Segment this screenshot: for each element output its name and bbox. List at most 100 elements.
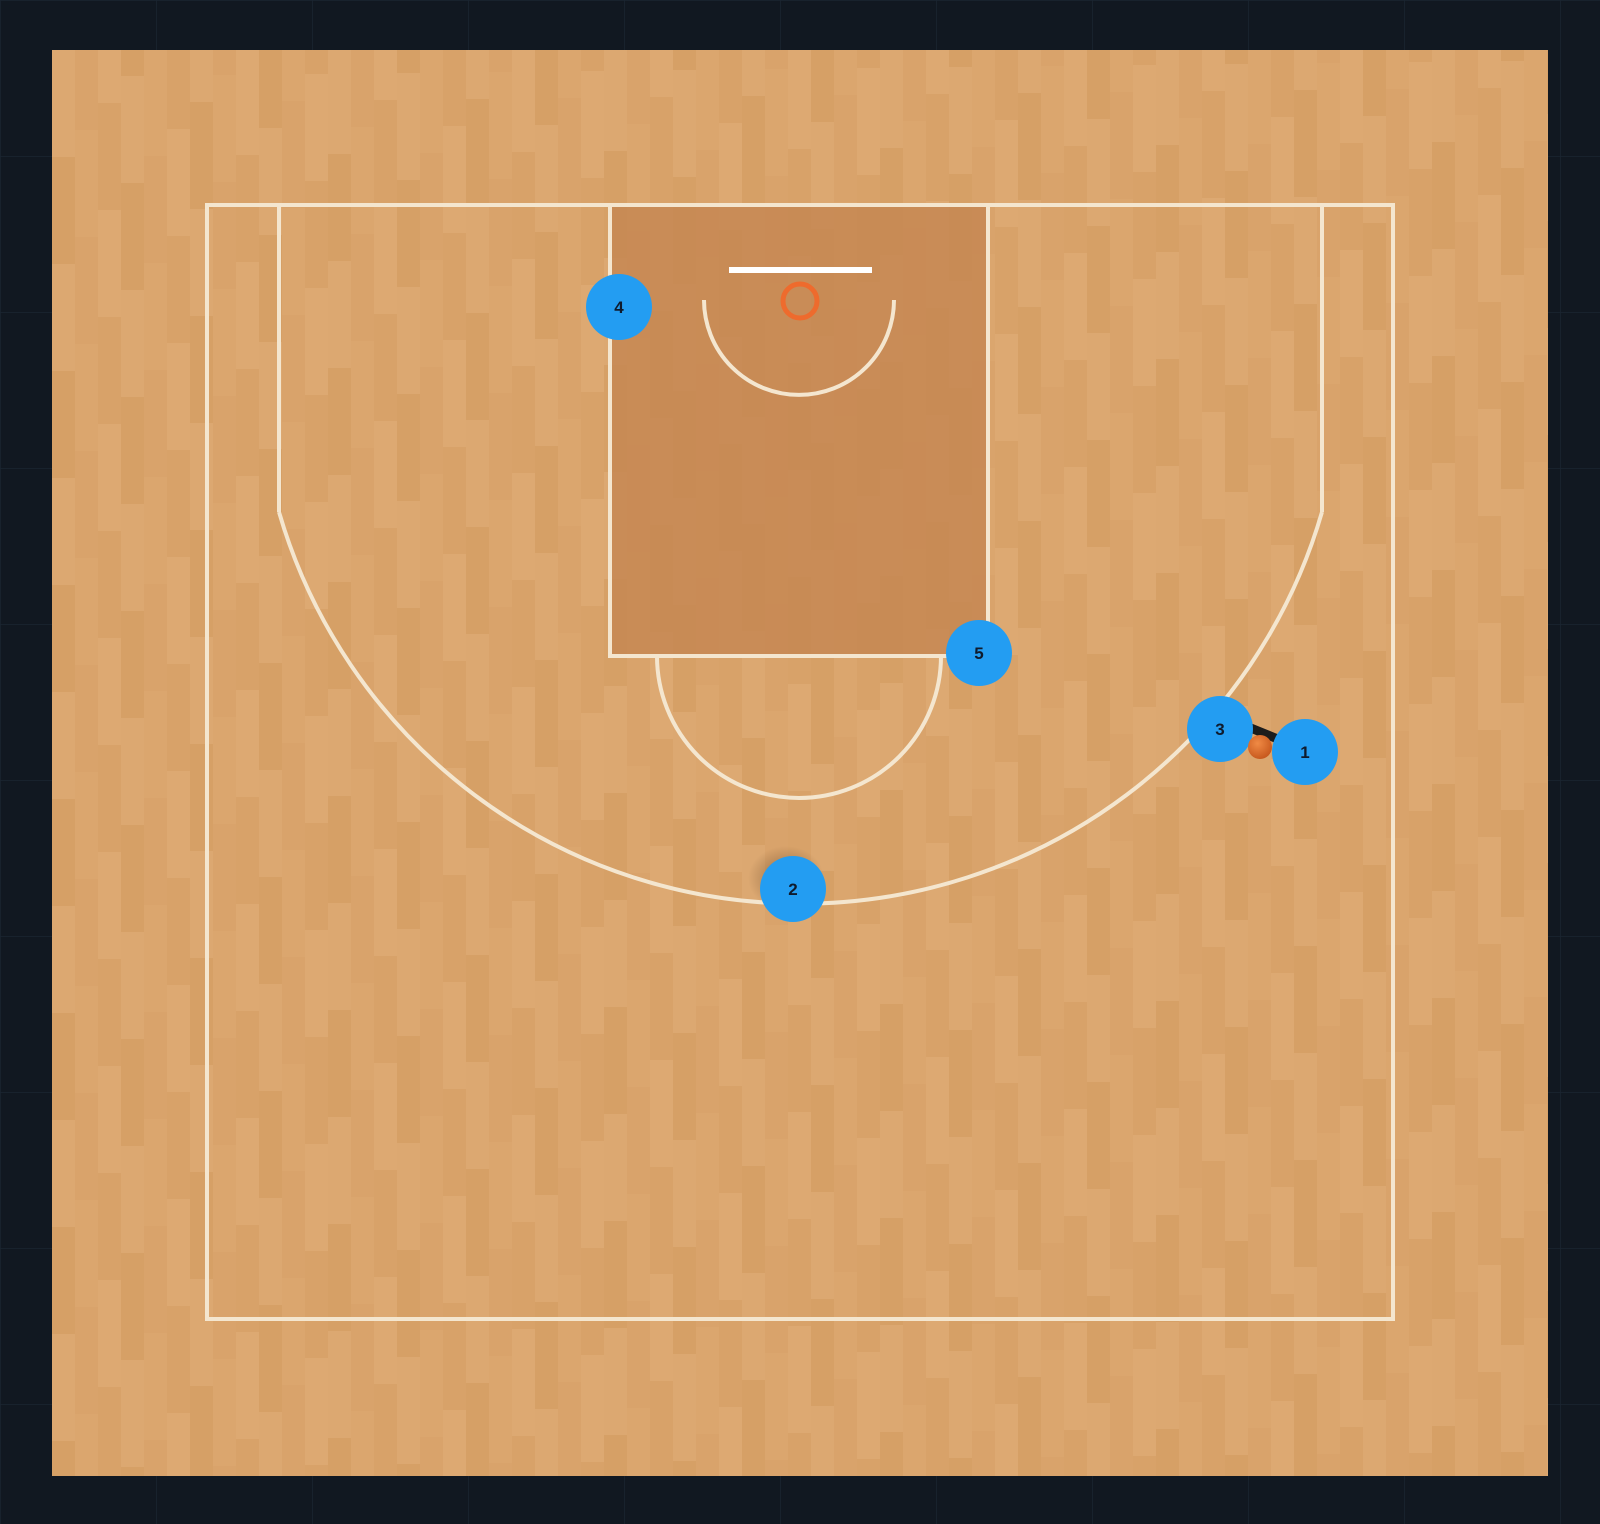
floor-plank (328, 1438, 351, 1476)
floor-plank (1110, 948, 1133, 1055)
player-2[interactable]: 2 (760, 856, 826, 922)
floor-plank (765, 925, 788, 1032)
floor-plank (1409, 169, 1432, 276)
floor-plank (282, 743, 305, 850)
floor-plank (788, 1219, 811, 1326)
floor-plank (52, 1120, 75, 1227)
floor-plank (742, 1273, 765, 1380)
floor-plank (995, 976, 1018, 1083)
player-1[interactable]: 1 (1272, 719, 1338, 785)
player-token[interactable] (586, 274, 652, 340)
floor-plank (420, 1009, 443, 1116)
floor-plank (144, 156, 167, 263)
floor-plank (282, 1278, 305, 1385)
floor-plank (1294, 1160, 1317, 1267)
floor-plank (213, 1359, 236, 1466)
player-token[interactable] (946, 620, 1012, 686)
floor-plank (443, 126, 466, 233)
floor-plank (949, 1030, 972, 1137)
floor-plank (144, 370, 167, 477)
floor-plank (1110, 50, 1133, 92)
floor-plank (236, 476, 259, 583)
floor-plank (420, 1116, 443, 1223)
floor-plank (834, 844, 857, 951)
floor-plank (52, 1227, 75, 1334)
floor-plank (236, 155, 259, 262)
floor-plank (1547, 221, 1548, 328)
player-token[interactable] (1272, 719, 1338, 785)
floor-plank (351, 555, 374, 662)
floor-plank (1478, 409, 1501, 516)
floor-plank (75, 344, 98, 451)
player-4[interactable]: 4 (586, 274, 652, 340)
floor-plank (1317, 812, 1340, 919)
floor-plank (1340, 892, 1363, 999)
floor-plank (351, 50, 374, 127)
floor-plank (673, 50, 696, 70)
floor-plank (1041, 922, 1064, 1029)
floor-plank (604, 1435, 627, 1476)
floor-plank (1455, 864, 1478, 971)
floor-plank (259, 449, 282, 556)
floor-plank (1294, 50, 1317, 90)
floor-plank (1478, 837, 1501, 944)
floor-plank (1110, 627, 1133, 734)
floor-plank (765, 1139, 788, 1246)
floor-plank (972, 1217, 995, 1324)
player-token[interactable] (760, 856, 826, 922)
floor-plank (52, 692, 75, 799)
floor-plank (466, 1383, 489, 1476)
floor-plank (949, 67, 972, 174)
player-token[interactable] (1187, 696, 1253, 762)
floor-plank (75, 451, 98, 558)
floor-plank (1340, 1320, 1363, 1427)
floor-plank (1087, 1403, 1110, 1476)
floor-plank (466, 848, 489, 955)
floor-plank (1087, 975, 1110, 1082)
floor-plank (420, 367, 443, 474)
floor-plank (1386, 731, 1409, 838)
floor-plank (1110, 92, 1133, 199)
floor-plank (1317, 1133, 1340, 1240)
floor-plank (236, 1011, 259, 1118)
floor-plank (1271, 1401, 1294, 1476)
floor-plank (213, 289, 236, 396)
player-5[interactable]: 5 (946, 620, 1012, 686)
floor-plank (926, 950, 949, 1057)
floor-plank (1179, 760, 1202, 867)
floor-plank (696, 1327, 719, 1434)
floor-plank (581, 1355, 604, 1462)
floor-plank (1478, 1265, 1501, 1372)
floor-plank (1317, 491, 1340, 598)
floor-plank (1524, 50, 1547, 141)
floor-plank (52, 478, 75, 585)
floor-plank (995, 50, 1018, 120)
floor-plank (1386, 517, 1409, 624)
floor-plank (512, 794, 535, 901)
floor-plank (1363, 1400, 1386, 1476)
floor-plank (880, 1004, 903, 1111)
floor-plank (121, 504, 144, 611)
floor-plank (259, 1198, 282, 1305)
floor-plank (420, 1437, 443, 1476)
basketball[interactable] (1248, 735, 1272, 759)
floor-plank (351, 662, 374, 769)
floor-plank (1432, 998, 1455, 1105)
floor-plank (811, 122, 834, 229)
floor-plank (1110, 306, 1133, 413)
floor-plank (213, 1038, 236, 1145)
floor-plank (857, 1138, 880, 1245)
floor-plank (604, 1114, 627, 1221)
floor-plank (1041, 50, 1064, 66)
floor-plank (535, 1409, 558, 1476)
floor-plank (1547, 756, 1548, 863)
floor-plank (443, 661, 466, 768)
floor-plank (1547, 1077, 1548, 1184)
floor-plank (926, 50, 949, 94)
floor-plank (558, 1382, 581, 1476)
floor-plank (489, 179, 512, 286)
floor-plank (926, 1271, 949, 1378)
floor-plank (328, 903, 351, 1010)
player-3[interactable]: 3 (1187, 696, 1253, 762)
floor-plank (696, 899, 719, 1006)
